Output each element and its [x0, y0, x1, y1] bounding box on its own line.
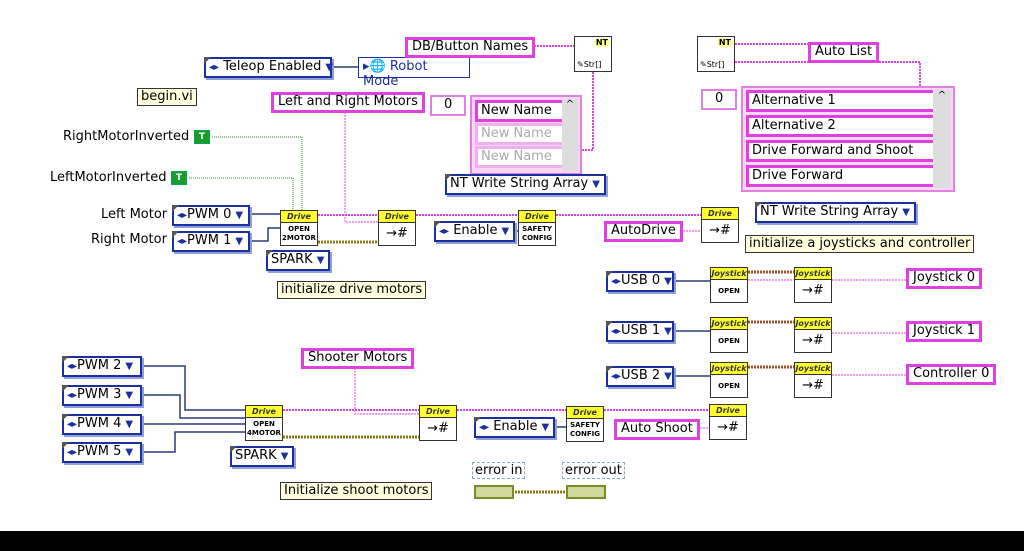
pwm4-ring[interactable]: ◂▸PWM 4▼: [62, 414, 142, 435]
autodrive-const[interactable]: AutoDrive: [604, 221, 683, 242]
joystick-refnum-set-vi-0[interactable]: Joystick→#: [794, 267, 832, 303]
array-item[interactable]: New Name: [475, 100, 570, 122]
pwm2-ring[interactable]: ◂▸PWM 2▼: [62, 356, 142, 377]
teleop-enabled-ring[interactable]: ◂▸ Teleop Enabled▼: [204, 57, 333, 78]
nt-write-icon-2[interactable]: NT ✎Str[]: [697, 36, 735, 72]
error-in-terminal[interactable]: [474, 485, 514, 499]
array-item[interactable]: Alternative 1: [746, 90, 941, 112]
init-shoot-comment: Initialize shoot motors: [280, 482, 433, 500]
joystick0-const[interactable]: Joystick 0: [906, 268, 983, 289]
array-item[interactable]: New Name: [475, 123, 570, 145]
joystick-refnum-set-vi-2[interactable]: Joystick→#: [794, 362, 832, 398]
auto-list-const[interactable]: Auto List: [808, 42, 880, 63]
scrollbar[interactable]: ^: [933, 90, 951, 188]
array-item[interactable]: Drive Forward: [746, 165, 941, 187]
usb0-ring[interactable]: ◂▸USB 0▼: [606, 271, 674, 292]
ring-label: Teleop Enabled: [223, 59, 322, 74]
usb2-ring[interactable]: ◂▸USB 2▼: [606, 366, 674, 387]
button-names-array[interactable]: New Name New Name New Name ^: [470, 95, 582, 175]
init-joystick-comment: initialize a joysticks and controller: [745, 235, 975, 253]
usb1-ring[interactable]: ◂▸USB 1▼: [606, 321, 674, 342]
auto-list-array[interactable]: Alternative 1 Alternative 2 Drive Forwar…: [741, 86, 955, 192]
error-out-terminal[interactable]: [566, 485, 606, 499]
begin-vi-comment: begin.vi: [137, 88, 197, 106]
left-motor-inverted-label: LeftMotorInverted: [50, 170, 167, 185]
array-index-1[interactable]: 0: [430, 95, 466, 116]
wires: [142, 43, 921, 494]
spark-ring-1[interactable]: SPARK▼: [266, 250, 331, 271]
drive-refnum-set-vi-2[interactable]: Drive→#: [701, 207, 739, 243]
left-motor-label: Left Motor: [101, 207, 168, 222]
error-out-label: error out: [562, 462, 625, 479]
spark-ring-2[interactable]: SPARK▼: [230, 446, 295, 467]
bottom-bar: [0, 531, 1024, 551]
drive-refnum-set-vi-4[interactable]: Drive→#: [709, 404, 747, 440]
array-item[interactable]: Drive Forward and Shoot: [746, 140, 941, 162]
robot-mode-indicator[interactable]: ▸🌐 Robot Mode: [358, 57, 470, 89]
controller0-const[interactable]: Controller 0: [906, 364, 997, 385]
nt-write-string-array-ring-1[interactable]: NT Write String Array▼: [445, 174, 606, 195]
pencil-icon: ✎Str[]: [700, 60, 725, 69]
array-index-2[interactable]: 0: [701, 89, 737, 110]
shooter-motors-const[interactable]: Shooter Motors: [301, 348, 415, 369]
nt-write-string-array-ring-2[interactable]: NT Write String Array▼: [755, 202, 916, 223]
pwm3-ring[interactable]: ◂▸PWM 3▼: [62, 385, 142, 406]
joystick1-const[interactable]: Joystick 1: [906, 321, 983, 342]
scrollbar[interactable]: ^: [562, 99, 578, 171]
enable-ring-2[interactable]: ◂▸ Enable▼: [474, 417, 556, 438]
nt-badge: NT: [716, 38, 733, 47]
enable-ring-1[interactable]: ◂▸ Enable▼: [434, 221, 516, 242]
true-constant[interactable]: T: [194, 130, 210, 144]
nt-badge: NT: [593, 38, 610, 47]
left-right-motors-const[interactable]: Left and Right Motors: [271, 92, 425, 113]
joystick-refnum-set-vi-1[interactable]: Joystick→#: [794, 317, 832, 353]
drive-refnum-set-vi-3[interactable]: Drive→#: [419, 405, 457, 441]
error-in-label: error in: [472, 462, 526, 479]
auto-shoot-const[interactable]: Auto Shoot: [614, 419, 700, 440]
nt-write-icon[interactable]: NT ✎Str[]: [574, 36, 612, 72]
pencil-icon: ✎Str[]: [577, 60, 602, 69]
true-constant[interactable]: T: [171, 171, 187, 185]
drive-refnum-set-vi[interactable]: Drive→#: [378, 210, 416, 246]
pwm0-ring[interactable]: ◂▸PWM 0▼: [172, 205, 250, 226]
init-drive-comment: initialize drive motors: [277, 281, 427, 299]
right-motor-label: Right Motor: [91, 232, 167, 247]
right-motor-inverted-label: RightMotorInverted: [63, 129, 190, 144]
db-button-names-const[interactable]: DB/Button Names: [405, 37, 536, 58]
robot-mode-label: Robot Mode: [363, 59, 428, 89]
pwm1-ring[interactable]: ◂▸PWM 1▼: [172, 231, 250, 252]
array-item[interactable]: New Name: [475, 146, 570, 168]
array-item[interactable]: Alternative 2: [746, 115, 941, 137]
pwm5-ring[interactable]: ◂▸PWM 5▼: [62, 442, 142, 463]
